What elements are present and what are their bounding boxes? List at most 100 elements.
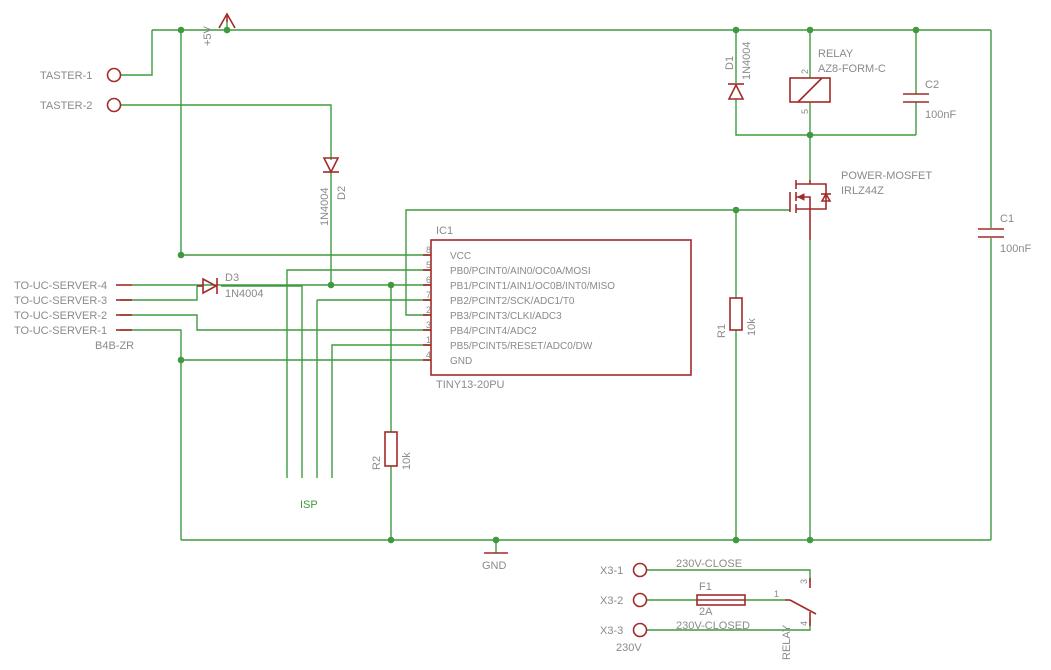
x3-value: 230V <box>616 642 642 654</box>
junction <box>223 26 231 34</box>
c2-value: 100nF <box>925 109 956 121</box>
ic-pin-label: VCC <box>450 251 471 262</box>
d1-bottom-wire <box>735 99 916 136</box>
taster2-connector: TASTER-2 <box>40 97 122 113</box>
r2-name: R2 <box>371 456 383 470</box>
vcc-symbol: +5V <box>202 12 236 46</box>
gate-wire <box>405 209 790 316</box>
capacitor-c2: C2 100nF <box>903 79 956 121</box>
wires <box>120 22 992 631</box>
junction <box>177 251 185 259</box>
d3-name: D3 <box>225 272 239 284</box>
ic-pin-label: GND <box>450 356 472 367</box>
ic-pin-number: 3 <box>426 320 431 330</box>
uc1-gnd-wire <box>120 329 182 540</box>
ic-body <box>430 239 692 376</box>
uc-server-connector: TO-UC-SERVER-4 TO-UC-SERVER-3 TO-UC-SERV… <box>14 280 134 352</box>
ic-part: TINY13-20PU <box>436 379 505 391</box>
ic-pin-number: 6 <box>426 275 431 285</box>
ic-pin-label: PB5/PCINT5/RESET/ADC0/DW <box>450 341 593 352</box>
gnd-label: GND <box>482 560 507 572</box>
r1-name: R1 <box>716 324 728 338</box>
mosfet-part: IRLZ44Z <box>841 185 884 197</box>
isp-mosi-wire <box>286 269 431 478</box>
d2-name: D2 <box>336 186 348 200</box>
diode-d2: D2 1N4004 <box>319 157 348 226</box>
ic-pin-number: 7 <box>426 290 431 300</box>
isp-label: ISP <box>300 499 318 511</box>
junction <box>387 281 395 289</box>
uc2-wire <box>120 314 431 331</box>
junction <box>806 26 814 34</box>
junction <box>806 536 814 544</box>
c2-name: C2 <box>925 79 939 91</box>
close-net-label: 230V-CLOSE <box>676 558 742 570</box>
contact-pin-3: 3 <box>799 579 809 584</box>
mosfet-name: POWER-MOSFET <box>841 170 932 182</box>
contact-pin-1: 1 <box>774 589 779 599</box>
relay-part: AZ8-FORM-C <box>818 63 886 75</box>
gnd-symbol: GND <box>482 552 508 572</box>
ic-pin-label: PB4/PCINT4/ADC2 <box>450 326 537 337</box>
diode-d1: D1 1N4004 <box>724 41 753 100</box>
junction <box>177 26 185 34</box>
taster2-wire <box>120 104 332 160</box>
taster1-label: TASTER-1 <box>40 70 92 82</box>
fuse-value: 2A <box>699 606 713 618</box>
x33-label: X3-3 <box>600 625 623 637</box>
relay-pin-2: 2 <box>800 69 810 74</box>
uc3-wire <box>120 286 198 301</box>
junctions <box>177 26 920 544</box>
uc2-label: TO-UC-SERVER-2 <box>14 310 107 322</box>
junction <box>806 131 814 139</box>
junction <box>327 281 335 289</box>
d1-value: 1N4004 <box>741 41 753 80</box>
capacitor-c1: C1 100nF <box>978 213 1031 255</box>
r2-value: 10k <box>401 452 413 470</box>
taster2-label: TASTER-2 <box>40 100 92 112</box>
ic-pin-label: PB1/PCINT1/AIN1/OC0B/INT0/MISO <box>450 281 615 292</box>
relay-pin-5: 5 <box>800 109 810 114</box>
junction <box>912 26 920 34</box>
taster1-connector: TASTER-1 <box>40 67 122 83</box>
junction <box>732 536 740 544</box>
junction <box>177 356 185 364</box>
x31-label: X3-1 <box>600 565 623 577</box>
uc3-label: TO-UC-SERVER-3 <box>14 295 107 307</box>
junction <box>732 206 740 214</box>
junction <box>732 26 740 34</box>
r1-value: 10k <box>746 318 758 336</box>
relay-name: RELAY <box>818 48 854 60</box>
x3-connector: X3-1 X3-2 X3-3 230V <box>600 562 648 654</box>
power-mosfet: POWER-MOSFET IRLZ44Z <box>789 170 932 240</box>
vcc-label: +5V <box>202 25 214 46</box>
ic-pin-label: PB0/PCINT0/AIN0/OC0A/MOSI <box>450 266 591 277</box>
d2-value: 1N4004 <box>319 187 331 226</box>
close-wire <box>646 569 811 582</box>
vcc-to-ic-wire <box>180 30 431 256</box>
ic-pin-label: PB2/PCINT2/SCK/ADC1/T0 <box>450 296 575 307</box>
pb2-wire <box>390 285 431 301</box>
d1-name: D1 <box>724 56 736 70</box>
ic-pin-label: PB3/PCINT3/CLKI/ADC3 <box>450 311 562 322</box>
ic-name: IC1 <box>436 225 453 237</box>
ic-pin-number: 8 <box>426 245 431 255</box>
resistor-r1: R1 10k <box>716 297 758 338</box>
ic-pin-number: 1 <box>426 335 431 345</box>
ic-pin-number: 5 <box>426 260 431 270</box>
taster1-wire <box>120 30 153 76</box>
relay-contact: 1 3 4 RELAY <box>774 578 817 660</box>
relay-coil: 2 5 RELAY AZ8-FORM-C <box>789 48 886 114</box>
isp-reset-wire <box>331 344 431 478</box>
x32-label: X3-2 <box>600 595 623 607</box>
fuse-name: F1 <box>699 581 712 593</box>
d3-value: 1N4004 <box>225 288 264 300</box>
uc4-label: TO-UC-SERVER-4 <box>14 280 107 292</box>
ic-pin-number: 2 <box>426 305 431 315</box>
uc1-label: TO-UC-SERVER-1 <box>14 325 107 337</box>
ic-pin-number: 4 <box>426 350 431 360</box>
closed-net-label: 230V-CLOSED <box>676 620 750 632</box>
